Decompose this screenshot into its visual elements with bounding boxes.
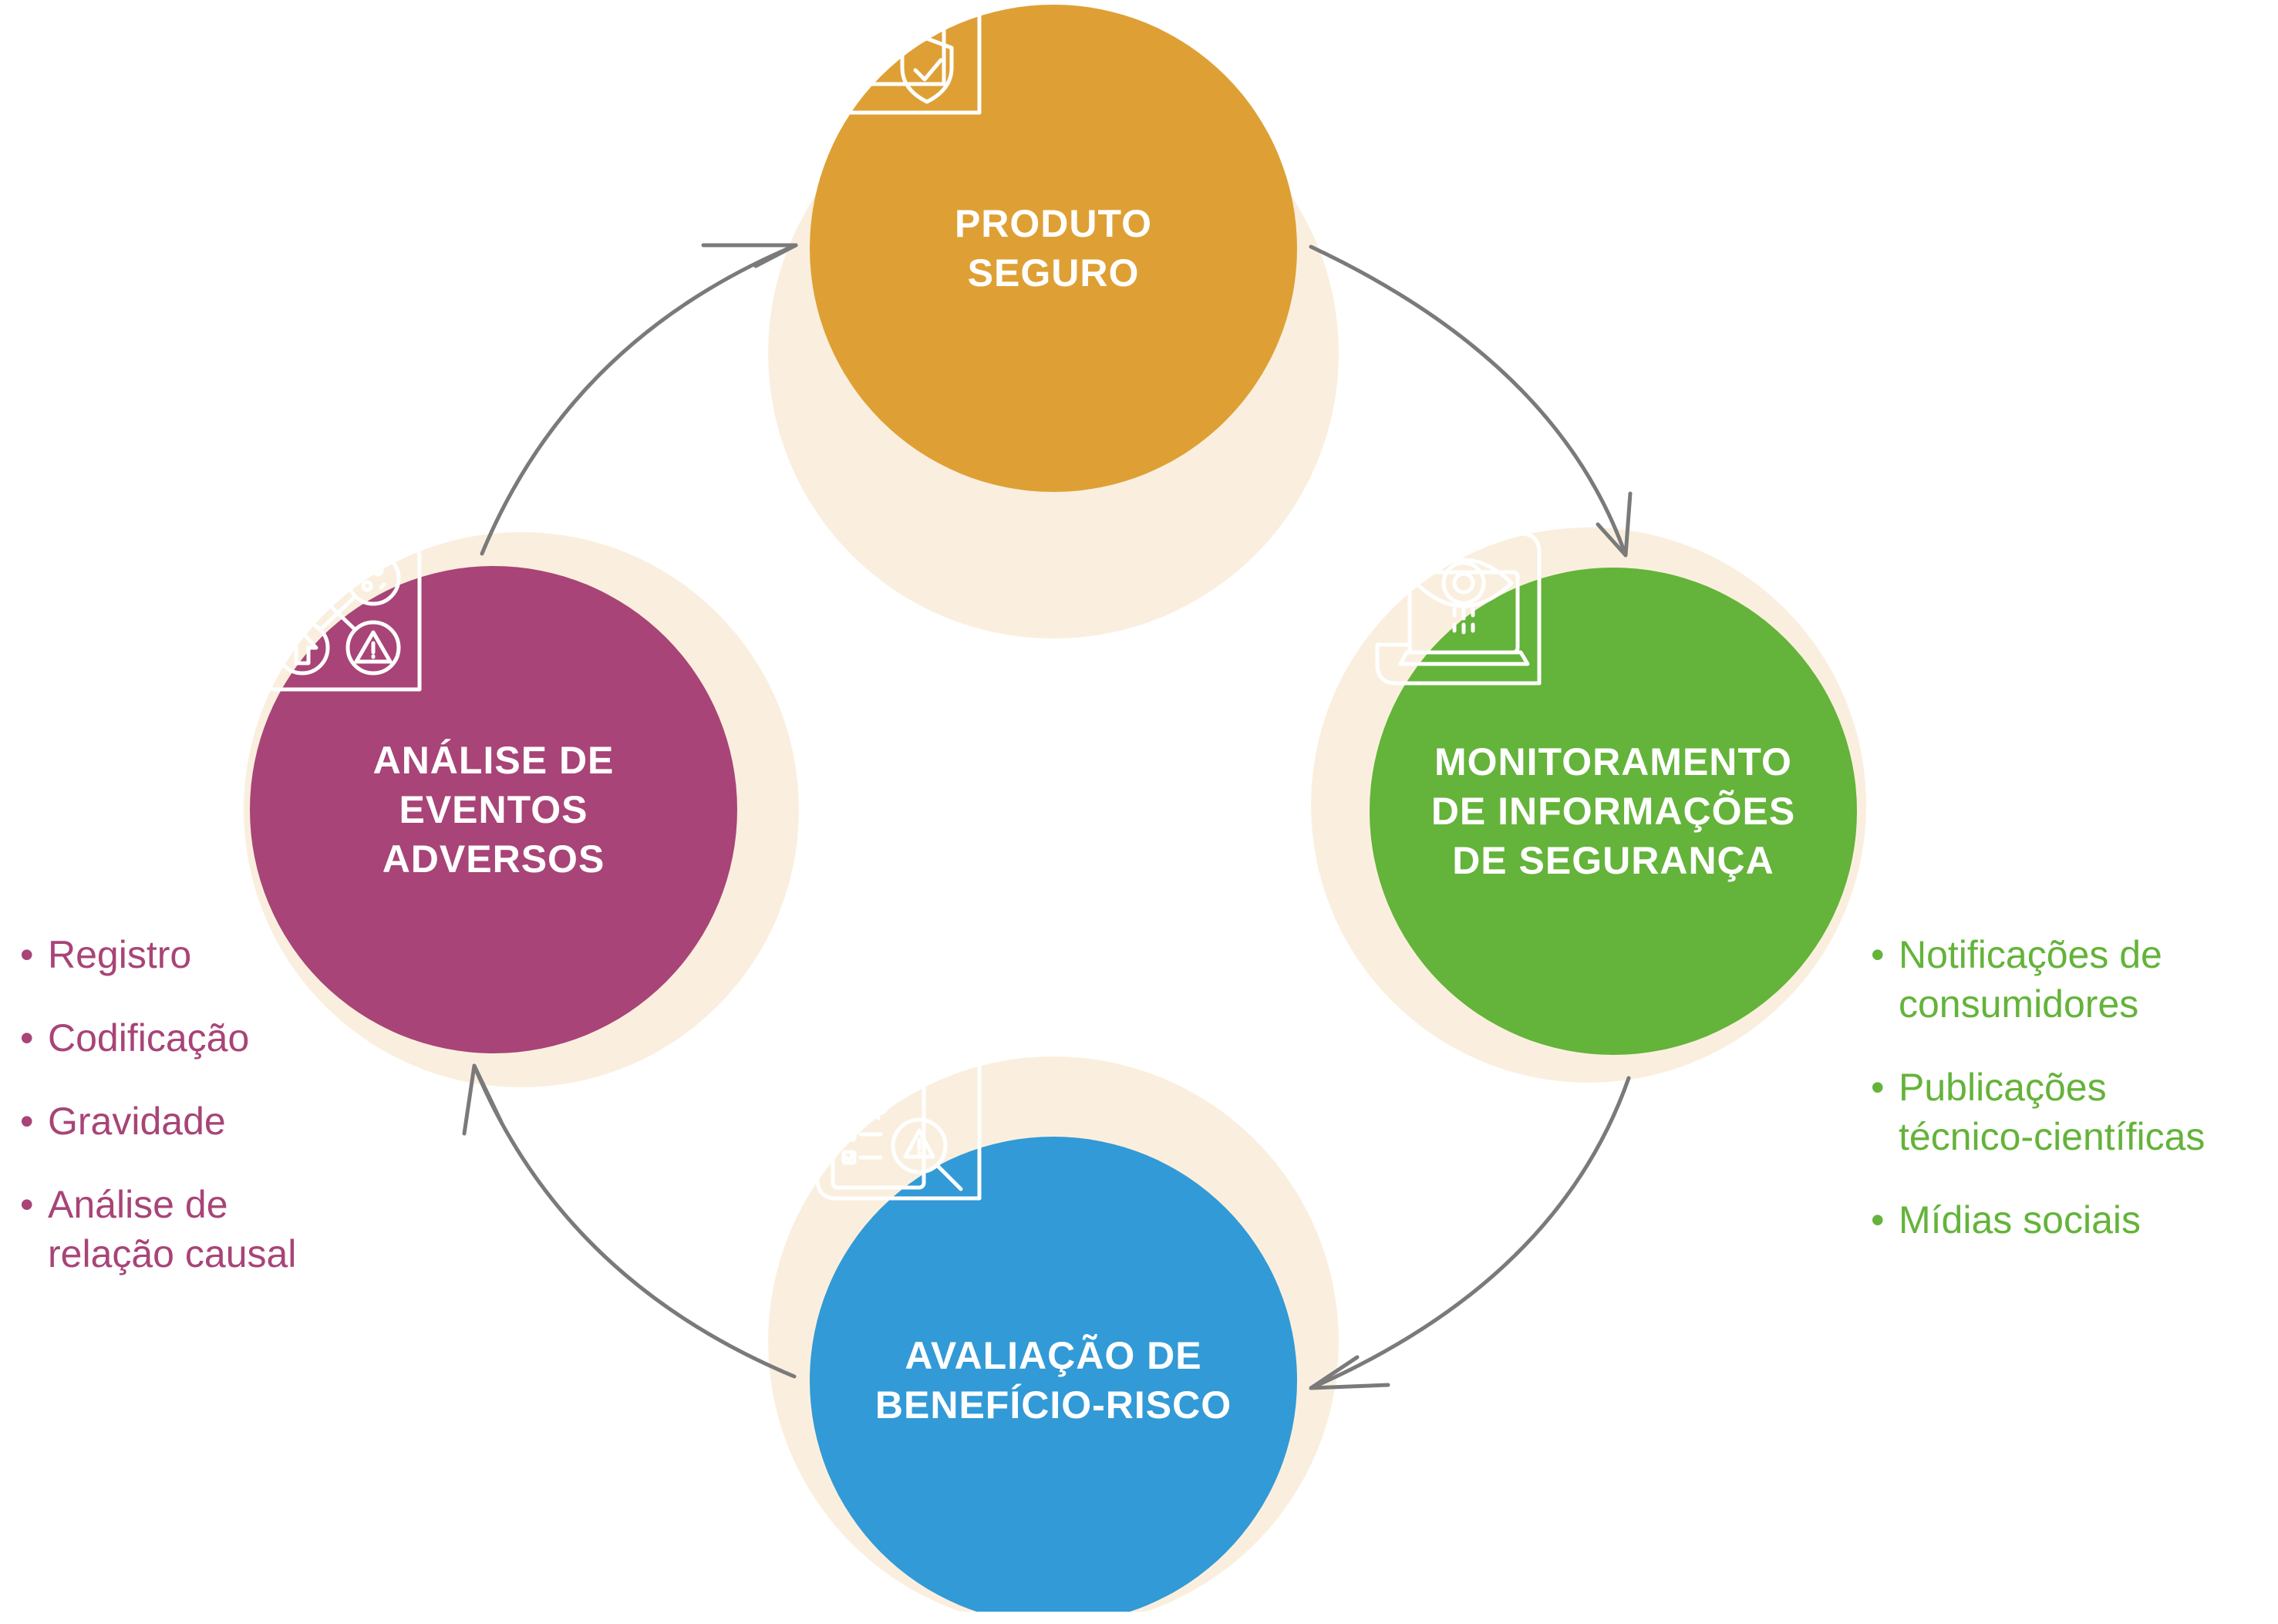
node-title-avaliacao: AVALIAÇÃO DE BENEFÍCIO-RISCO [875, 1331, 1232, 1430]
node-title-line: DE SEGURANÇA [1452, 839, 1774, 882]
node-title-line: DE INFORMAÇÕES [1430, 790, 1796, 833]
arrowhead-monitoramento [1596, 491, 1633, 558]
node-title-line: MONITORAMENTO [1434, 740, 1792, 783]
bullet-text: técnico-científicas [1899, 1115, 2206, 1158]
node-title-produto: PRODUTO SEGURO [955, 199, 1152, 298]
bullet-marker: • [20, 1183, 34, 1226]
arrow-analise-to-produto [480, 243, 798, 556]
arrowhead-avaliacao [1309, 1355, 1390, 1390]
node-monitoramento: MONITORAMENTO DE INFORMAÇÕES DE SEGURANÇ… [1370, 531, 1857, 1055]
bullet-item: • Mídias sociais [1871, 1195, 2205, 1245]
bullets-monitoramento: • Notificações de consumidores • Publica… [1871, 930, 2205, 1279]
bullet-item: • Registro [20, 930, 296, 979]
bullet-text: Análise de [48, 1183, 228, 1226]
circle-produto [810, 5, 1297, 492]
arrowhead-analise [462, 1063, 504, 1136]
bullet-text: Registro [48, 933, 192, 976]
bullet-text: Publicações [1899, 1066, 2107, 1109]
node-produto-seguro: PRODUTO SEGURO [810, 0, 1297, 492]
bullet-marker: • [20, 1016, 34, 1060]
bullet-item: • Publicações técnico-científicas [1871, 1063, 2205, 1161]
bullet-marker: • [20, 1100, 34, 1143]
bullets-analise: • Registro • Codificação • Gravidade • A… [20, 930, 296, 1312]
bullet-item: • Notificações de consumidores [1871, 930, 2205, 1029]
bullet-item: • Gravidade [20, 1097, 296, 1146]
bullet-item: • Codificação [20, 1013, 296, 1063]
bullet-marker: • [1871, 1198, 1885, 1242]
node-title-line: ADVERSOS [382, 837, 605, 881]
node-avaliacao: AVALIAÇÃO DE BENEFÍCIO-RISCO [810, 1046, 1297, 1624]
bullet-text: Codificação [48, 1016, 250, 1060]
bullet-text: Gravidade [48, 1100, 226, 1143]
circle-monitoramento [1370, 568, 1857, 1055]
bullet-text: Notificações de [1899, 933, 2162, 976]
cycle-arrows [462, 243, 1633, 1390]
arrow-avaliacao-to-analise [472, 1063, 797, 1379]
node-title-line: EVENTOS [399, 788, 588, 831]
node-title-line: ANÁLISE DE [372, 739, 615, 782]
bullet-text: Mídias sociais [1899, 1198, 2141, 1242]
circle-avaliacao [810, 1137, 1297, 1612]
node-title-line: SEGURO [967, 251, 1140, 295]
node-analise: ANÁLISE DE EVENTOS ADVERSOS [250, 537, 737, 1053]
bullet-marker: • [1871, 933, 1885, 976]
arrowhead-produto [701, 243, 798, 268]
package-shield-icon [815, 0, 982, 115]
laptop-eye-icon [1375, 531, 1542, 686]
arrow-produto-to-monitoramento [1309, 244, 1628, 558]
node-title-monitoramento: MONITORAMENTO DE INFORMAÇÕES DE SEGURANÇ… [1431, 737, 1795, 885]
node-title-line: PRODUTO [954, 202, 1153, 245]
bullet-marker: • [1871, 1066, 1885, 1109]
node-title-line: AVALIAÇÃO DE [905, 1334, 1202, 1377]
arrow-monitoramento-to-avaliacao [1309, 1076, 1631, 1390]
node-title-line: BENEFÍCIO-RISCO [874, 1383, 1232, 1427]
node-title-analise: ANÁLISE DE EVENTOS ADVERSOS [373, 736, 615, 884]
clipboard-risk-icon [815, 1046, 982, 1201]
bullet-text: consumidores [1899, 982, 2139, 1026]
bullet-item: • Análise de relação causal [20, 1180, 296, 1279]
adverse-events-icon [255, 537, 422, 692]
bullet-text: relação causal [48, 1232, 297, 1275]
bullet-marker: • [20, 933, 34, 976]
